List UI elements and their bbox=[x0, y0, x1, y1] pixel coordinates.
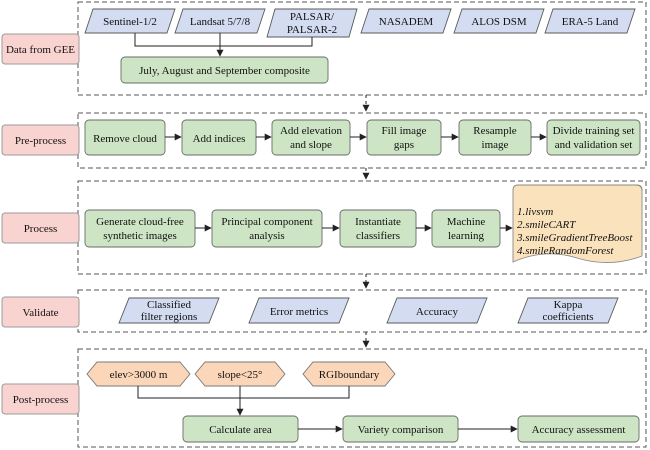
condition-rgi-label: RGIboundary bbox=[319, 369, 380, 381]
step-pca-label-2: analysis bbox=[249, 230, 284, 242]
validate-classified-label-1: Classified bbox=[147, 299, 191, 311]
source-sentinel bbox=[84, 8, 176, 34]
stage-label: Process bbox=[24, 223, 58, 235]
composite-label: July, August and September composite bbox=[139, 65, 310, 77]
condition-merge-line bbox=[137, 386, 350, 399]
composite-box bbox=[120, 56, 329, 84]
step-generate-label-1: Generate cloud-free bbox=[96, 216, 184, 228]
validate-error-metrics bbox=[248, 297, 350, 324]
step-accuracy-assessment-label: Accuracy assessment bbox=[532, 424, 626, 436]
step-divide-sets bbox=[546, 119, 641, 156]
stage-process: Process bbox=[1, 212, 80, 244]
source-landsat-label: Landsat 5/7/8 bbox=[190, 16, 251, 28]
step-fill-gaps-label-2: gaps bbox=[394, 139, 414, 151]
step-remove-cloud-label: Remove cloud bbox=[93, 133, 157, 145]
step-resample-label-1: Resample bbox=[473, 125, 516, 137]
stage-data-from-gee: Data from GEE bbox=[1, 33, 80, 65]
classifier-list-note bbox=[512, 184, 643, 263]
stage-validate: Validate bbox=[1, 296, 80, 328]
validate-classified bbox=[118, 297, 220, 324]
step-ml-label-1: Machine bbox=[447, 216, 486, 228]
source-palsar-label-1: PALSAR/ bbox=[290, 11, 335, 23]
step-add-elevation-label-2: and slope bbox=[290, 139, 332, 151]
step-calculate-area-label: Calculate area bbox=[209, 424, 272, 436]
validate-classified-label-2: filter regions bbox=[141, 311, 198, 323]
step-pca-label-1: Principal component bbox=[221, 216, 312, 228]
condition-elevation-label: elev>3000 m bbox=[110, 369, 168, 381]
validate-group bbox=[77, 289, 647, 333]
step-instantiate-label-1: Instantiate bbox=[355, 216, 401, 228]
stage-label: Data from GEE bbox=[6, 44, 75, 56]
source-era5 bbox=[544, 8, 636, 34]
step-fill-gaps-label-1: Fill image bbox=[382, 125, 427, 137]
validate-kappa-label-1: Kappa bbox=[554, 299, 583, 311]
step-divide-sets-label-1: Divide training set bbox=[553, 125, 635, 137]
step-generate-label-2: synthetic images bbox=[103, 230, 177, 242]
step-accuracy-assessment bbox=[517, 415, 640, 443]
condition-rgi-boundary bbox=[302, 361, 396, 387]
source-sentinel-label: Sentinel-1/2 bbox=[103, 16, 157, 28]
classifier-item: 3.smileGradientTreeBoost bbox=[516, 232, 633, 244]
classifier-item: 1.livsvm bbox=[517, 206, 553, 218]
validate-accuracy bbox=[386, 297, 488, 324]
source-alos-label: ALOS DSM bbox=[471, 16, 527, 28]
classifier-item: 4.smileRandomForest bbox=[517, 245, 614, 257]
step-instantiate-label-2: classifiers bbox=[356, 230, 400, 242]
validate-accuracy-label: Accuracy bbox=[416, 306, 459, 318]
step-ml-label-2: learning bbox=[448, 230, 485, 242]
step-variety-comparison-label: Variety comparison bbox=[358, 424, 444, 436]
source-palsar-label-2: PALSAR-2 bbox=[287, 24, 337, 36]
source-palsar bbox=[266, 8, 358, 38]
source-nasadem bbox=[360, 8, 452, 34]
stage-label: Validate bbox=[22, 307, 58, 319]
condition-slope-label: slope<25° bbox=[218, 369, 263, 381]
step-resample-label-2: image bbox=[482, 139, 509, 151]
validate-kappa bbox=[517, 297, 619, 324]
source-alos bbox=[453, 8, 545, 34]
step-add-elevation-label-1: Add elevation bbox=[280, 125, 343, 137]
stage-postprocess: Post-process bbox=[1, 383, 80, 415]
note-curl bbox=[635, 184, 643, 192]
source-nasadem-label: NASADEM bbox=[379, 16, 434, 28]
step-add-indices-label: Add indices bbox=[193, 133, 246, 145]
source-era5-label: ERA-5 Land bbox=[562, 16, 619, 28]
validate-kappa-label-2: coefficients bbox=[542, 311, 593, 323]
stage-label: Pre-process bbox=[15, 135, 66, 147]
condition-elevation bbox=[86, 361, 191, 387]
step-divide-sets-label-2: and validation set bbox=[555, 139, 633, 151]
source-landsat bbox=[174, 8, 266, 34]
validate-error-metrics-label: Error metrics bbox=[270, 306, 328, 318]
classifier-item: 2.smileCART bbox=[517, 219, 576, 231]
stage-label: Post-process bbox=[13, 394, 69, 406]
condition-slope bbox=[194, 361, 286, 387]
stage-preprocess: Pre-process bbox=[1, 124, 80, 156]
merge-line bbox=[134, 33, 313, 47]
